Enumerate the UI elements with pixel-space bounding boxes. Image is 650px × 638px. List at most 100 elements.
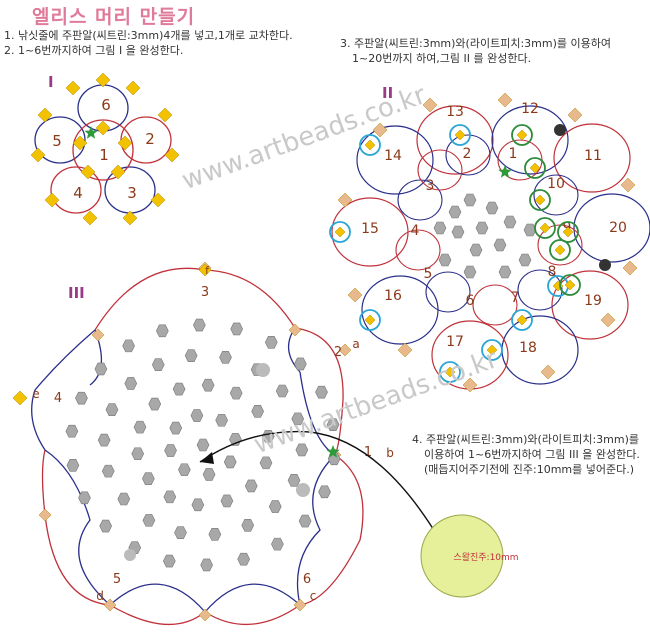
fig1-citrine-bead: [44, 192, 60, 208]
fig3-peach-bead: [198, 608, 212, 622]
fig2-inner-loop: [425, 271, 471, 313]
fig3-crystal-bead: [172, 382, 186, 396]
fig2-green-marker: [529, 189, 551, 211]
fig2-crystal-bead: [433, 221, 447, 235]
fig3-crystal-bead: [142, 514, 156, 527]
fig3-peach-bead: [103, 598, 117, 612]
fig2-crystal-bead: [518, 253, 532, 267]
fig1-citrine-bead: [95, 120, 111, 136]
fig3-crystal-bead: [241, 518, 255, 532]
fig3-step-number: 3: [201, 285, 209, 300]
fig3-crystal-bead: [142, 472, 155, 485]
fig3-crystal-bead: [237, 552, 251, 566]
fig3-corner-letter: c: [310, 589, 317, 603]
fig2-crystal-bead: [463, 265, 477, 279]
fig1-citrine-bead: [110, 164, 126, 180]
fig3-peach-bead: [338, 343, 352, 357]
fig1-citrine-bead: [65, 80, 81, 96]
fig3-crystal-bead: [315, 385, 328, 399]
fig1-step-number: 3: [127, 184, 137, 202]
fig3-crystal-bead: [75, 391, 88, 405]
fig2-outer-loop: [356, 125, 434, 195]
fig2-step-number: 13: [446, 104, 464, 120]
pearl-label: 스왈진주:10mm: [453, 552, 518, 563]
fig2-blue-marker: [481, 339, 503, 361]
fig1-citrine-bead: [150, 192, 166, 208]
fig2-peach-bead: [347, 287, 363, 303]
fig2-step-number: 17: [446, 334, 464, 350]
fig3-crystal-bead: [220, 494, 234, 508]
fig2-peach-bead: [397, 342, 413, 358]
step-1-text: 1. 낚싯줄에 주판알(씨트린:3mm)4개를 넣고,1개로 교차한다.: [4, 29, 293, 42]
arrow-head-icon: [200, 452, 214, 464]
fig2-crystal-bead: [523, 223, 537, 237]
fig1-citrine-bead: [80, 164, 96, 180]
fig3-citrine-bead: [198, 263, 212, 277]
fig3-crystal-bead: [200, 558, 213, 572]
fig2-citrine-bead: [364, 139, 376, 151]
fig3-crystal-bead: [191, 498, 205, 512]
fig3-step-number: 1: [364, 445, 372, 460]
fig2-citrine-bead: [534, 194, 546, 206]
fig3-peach-bead: [288, 323, 302, 337]
fig3-crystal-bead: [291, 412, 305, 426]
fig3-step-number: 5: [113, 572, 121, 587]
fig2-step-number: 19: [584, 293, 602, 309]
fig3-crystal-bead: [298, 514, 312, 528]
fig3-crystal-bead: [94, 362, 108, 376]
fig2-outer-loop: [553, 123, 631, 193]
fig3-crystal-bead: [271, 537, 284, 551]
fig2-peach-bead: [600, 312, 616, 328]
fig2-peach-bead: [337, 192, 353, 208]
fig3-crystal-bead: [268, 500, 282, 513]
fig3-step-number: 4: [54, 391, 62, 406]
fig2-peach-bead: [622, 260, 638, 276]
fig3-corner-letter: e: [32, 387, 39, 401]
fig2-crystal-bead: [503, 215, 517, 229]
page-title: 엘리스 머리 만들기: [32, 6, 196, 28]
fig2-green-marker: [557, 221, 579, 243]
step-4-line-3: (매듭지어주기전에 진주:10mm를 넣어준다.): [424, 463, 635, 476]
fig2-step-number: 2: [463, 146, 472, 162]
fig1-citrine-bead: [37, 107, 53, 123]
fig2-citrine-bead: [529, 162, 541, 174]
fig3-peach-bead: [293, 598, 307, 612]
fig2-citrine-bead: [454, 129, 466, 141]
figure-3-label: III: [68, 284, 85, 302]
fig2-peach-bead: [422, 97, 438, 113]
fig2-step-number: 11: [584, 148, 602, 164]
fig3-crystal-bead: [223, 455, 237, 469]
fig2-inner-loop: [445, 134, 491, 176]
fig1-citrine-bead: [95, 72, 111, 88]
fig2-blue-marker: [329, 221, 351, 243]
fig2-blue-marker: [449, 124, 471, 146]
fig2-crystal-bead: [451, 225, 465, 239]
fig1-citrine-bead: [82, 210, 98, 226]
fig2-crystal-bead: [463, 193, 477, 207]
fig3-crystal-bead: [162, 554, 176, 568]
fig2-citrine-bead: [364, 314, 376, 326]
fig3-crystal-bead: [174, 526, 187, 539]
fig2-citrine-bead: [486, 344, 498, 356]
fig2-crystal-bead: [485, 201, 499, 215]
fig2-peach-bead: [567, 107, 583, 123]
fig3-pointer-arrow: [199, 430, 441, 541]
step-4-line-1: 4. 주판알(씨트린:3mm)와(라이트피치:3mm)를: [412, 433, 639, 446]
fig3-citrine-bead: [12, 390, 28, 406]
fig1-petal-loop: [50, 166, 102, 214]
fig2-peach-bead: [620, 177, 636, 193]
fig3-crystal-bead: [215, 413, 228, 427]
fig3-start-star-icon: [326, 445, 340, 458]
fig2-outer-loop: [416, 105, 494, 175]
fig3-blue-wire: [109, 583, 301, 613]
fig2-crystal-bead: [498, 265, 512, 279]
fig3-peach-bead: [91, 328, 105, 342]
fig3-crystal-bead: [208, 528, 222, 541]
step-4-line-2: 이용하여 1~6번까지하여 그림 III 을 완성한다.: [424, 448, 640, 461]
fig2-step-number: 1: [509, 146, 518, 162]
fig3-crystal-bead: [295, 443, 309, 457]
fig3-crystal-bead: [294, 357, 307, 371]
fig3-blue-wire: [31, 329, 96, 451]
fig3-crystal-bead: [148, 397, 162, 411]
fig2-crystal-bead: [493, 238, 507, 252]
